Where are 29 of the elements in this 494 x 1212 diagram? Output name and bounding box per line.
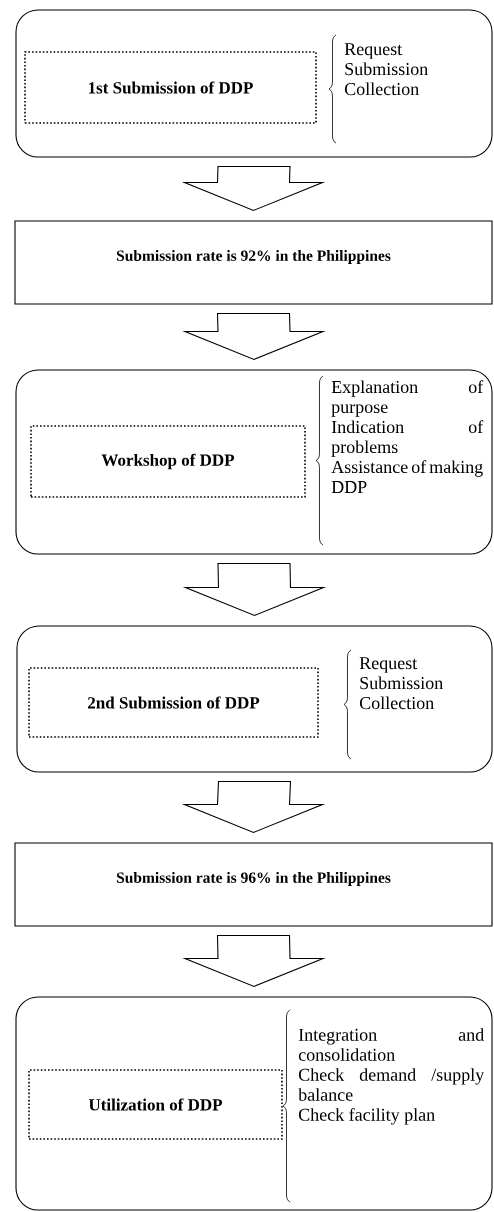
list-item: Request [359, 657, 418, 673]
list-item: Check facility plan [298, 1108, 435, 1125]
list-item: Submission [345, 62, 428, 76]
dotted-box: 1st Submission of DDP [24, 51, 317, 124]
list-item: Assistance of making DDP [331, 460, 483, 493]
list-item: Collection [359, 696, 434, 710]
list-item: Collection [344, 82, 419, 96]
dotted-box: 2nd Submission of DDP [28, 667, 319, 738]
block-arrow [182, 935, 326, 988]
dotted-box: Utilization of DDP [28, 1069, 283, 1140]
rounded-box [15, 996, 493, 1211]
list-item: Explanation of purpose [331, 380, 484, 417]
process-box [14, 842, 493, 927]
block-arrow [181, 166, 326, 212]
list-item: Submission [360, 676, 443, 690]
block-arrow [182, 563, 327, 617]
list-item: Check demand /supply balance [298, 1068, 485, 1101]
dotted-box: Workshop of DDP [30, 425, 306, 498]
rounded-box [15, 369, 493, 555]
list-item: Indication of problems [331, 420, 484, 457]
list-item: Request [344, 43, 403, 59]
rounded-box [15, 9, 493, 158]
rounded-box [16, 625, 493, 773]
process-box [14, 220, 493, 305]
block-arrow [181, 781, 326, 834]
node-label: Submission rate is 92% in the Philippines [116, 249, 391, 265]
node-label: Submission rate is 96% in the Philippines [116, 871, 391, 887]
list-item: Integration and consolidation [298, 1028, 484, 1061]
block-arrow [182, 313, 326, 361]
